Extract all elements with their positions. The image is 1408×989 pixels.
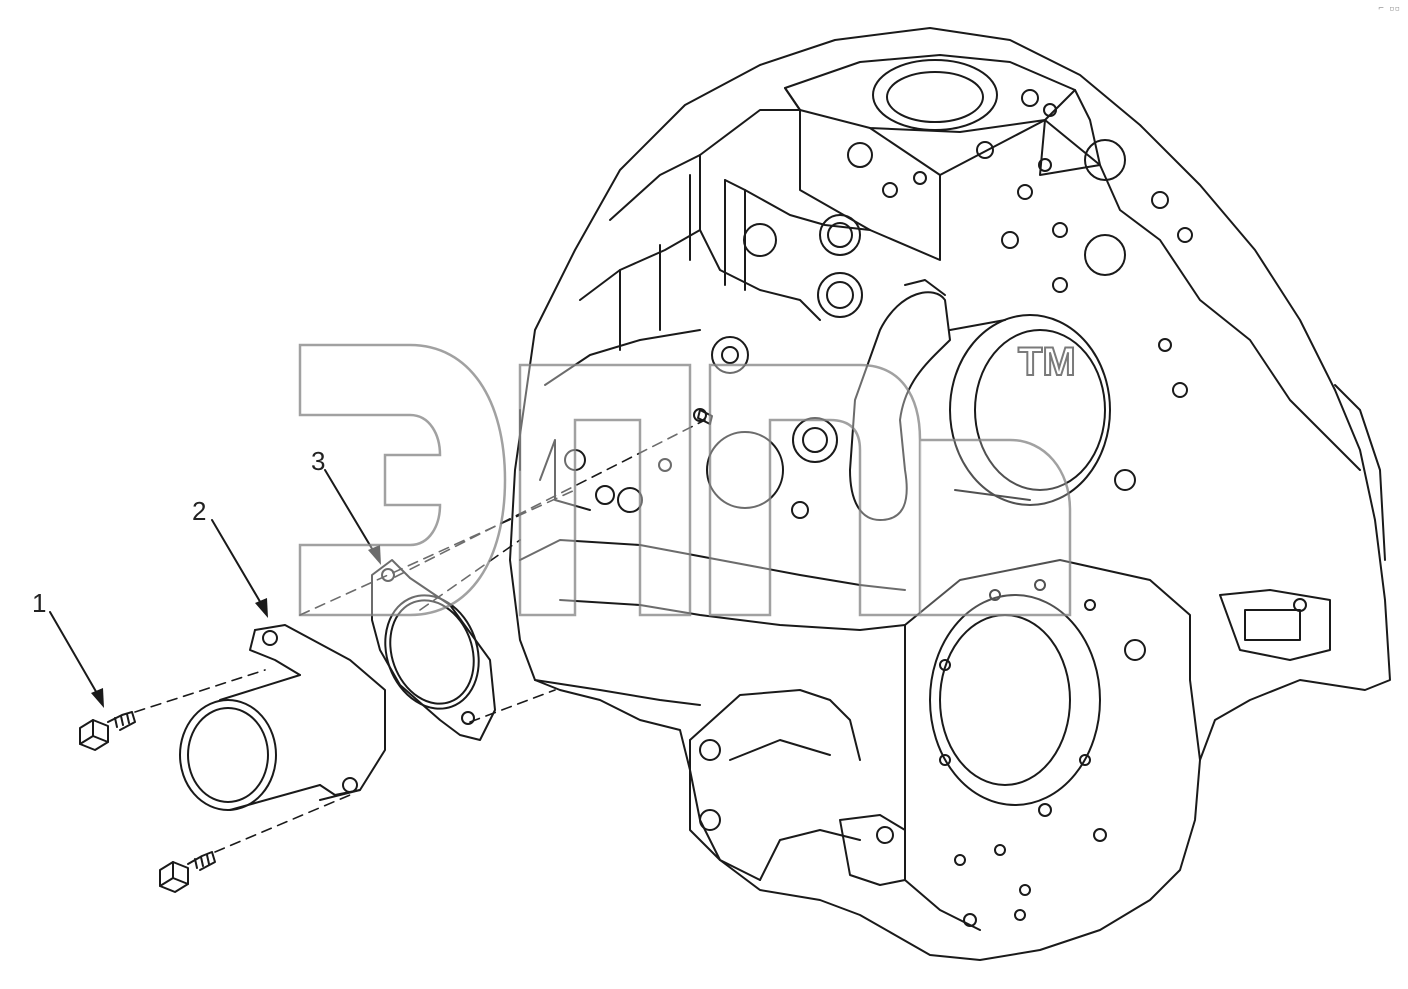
bolt-lower — [159, 851, 216, 893]
leader-lines — [49, 469, 375, 696]
assembly-lines — [134, 419, 706, 853]
callout-2: 2 — [192, 496, 206, 526]
watermark-trademark: TM — [1018, 340, 1076, 384]
bolt-upper — [79, 711, 136, 751]
engine-block — [509, 27, 1391, 961]
watermark-logo — [298, 343, 1072, 617]
arrowheads — [91, 545, 381, 708]
water-outlet-connection — [179, 624, 386, 811]
callout-3: 3 — [311, 446, 325, 476]
gasket — [371, 559, 496, 741]
callout-1: 1 — [32, 588, 46, 618]
corner-mark: ⌐ ▫▫ — [1378, 4, 1400, 14]
